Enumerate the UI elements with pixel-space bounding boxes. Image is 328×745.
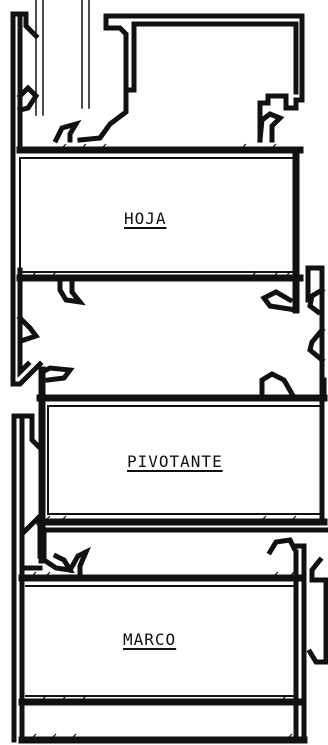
hoja-hooks bbox=[52, 111, 299, 313]
top-bead-profile bbox=[77, 13, 305, 143]
section-hatching bbox=[29, 143, 297, 741]
right-mid-profile bbox=[305, 265, 326, 523]
hoja-box bbox=[16, 146, 304, 314]
marco-box bbox=[18, 574, 308, 744]
left-outer-profile bbox=[10, 11, 303, 387]
pivotante-label: PIVOTANTE bbox=[127, 452, 223, 471]
right-frame-profile bbox=[306, 527, 328, 665]
hoja-label: HOJA bbox=[124, 209, 167, 228]
marco-label: MARCO bbox=[123, 630, 177, 649]
marco-inner bbox=[25, 585, 295, 697]
pivotante-inner bbox=[47, 405, 323, 515]
pivotante-hooks bbox=[37, 365, 327, 533]
hoja-inner bbox=[19, 157, 295, 273]
frame-hooks bbox=[21, 527, 307, 743]
glass-lines bbox=[35, 0, 90, 116]
